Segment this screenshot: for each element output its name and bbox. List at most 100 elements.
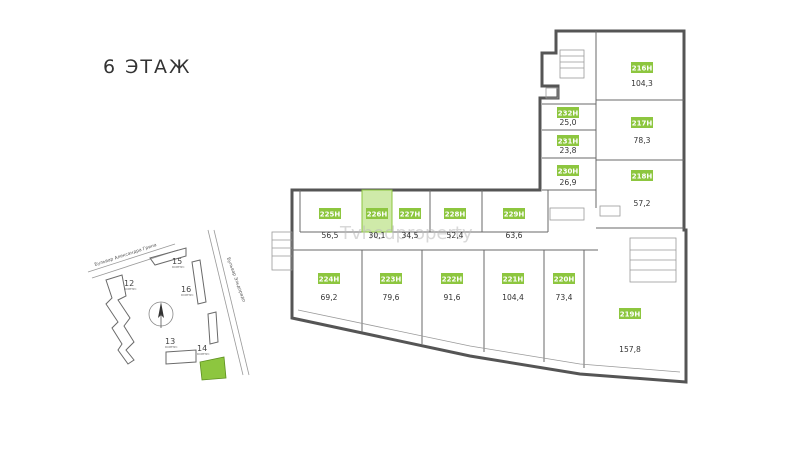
unit-badge[interactable] xyxy=(557,135,579,146)
unit-id-label: 232Н xyxy=(558,110,579,118)
unit-badge[interactable] xyxy=(318,273,340,284)
unit-0[interactable]: 216Н 104,3 xyxy=(631,62,653,88)
unit-area-label: 104,4 xyxy=(502,293,524,302)
elevators-core xyxy=(549,207,585,221)
floor-title: 6 ЭТАЖ xyxy=(103,56,192,78)
building-12[interactable] xyxy=(105,274,135,365)
unit-badge[interactable] xyxy=(553,273,575,284)
stairs-north xyxy=(559,49,585,79)
floor-outline xyxy=(271,29,688,384)
street-line-eldorado xyxy=(207,229,244,376)
building-15-sub: КОРПУС xyxy=(172,265,184,269)
building-15[interactable] xyxy=(149,247,187,266)
unit-9[interactable]: 228Н 52,4 xyxy=(444,208,466,240)
unit-id-label: 224Н xyxy=(319,276,340,284)
unit-14[interactable]: 221Н 104,4 xyxy=(502,273,524,302)
unit-id-label: 220Н xyxy=(554,276,575,284)
street-line-eldorado-2 xyxy=(213,229,250,376)
elevator-east xyxy=(599,205,621,217)
unit-area-label: 157,8 xyxy=(619,345,641,354)
building-16-num: 16 xyxy=(181,285,191,294)
building-14-num: 14 xyxy=(197,344,207,353)
unit-id-label: 228Н xyxy=(445,211,466,219)
unit-area-label: 30,1 xyxy=(369,231,386,240)
unit-8[interactable]: 227Н 34,5 xyxy=(399,208,421,240)
unit-id-label: 222Н xyxy=(442,276,463,284)
unit-12[interactable]: 223Н 79,6 xyxy=(380,273,402,302)
unit-area-label: 23,8 xyxy=(560,146,577,155)
unit-id-label: 219Н xyxy=(620,311,641,319)
unit-id-label: 223Н xyxy=(381,276,402,284)
building-13-num: 13 xyxy=(165,337,175,346)
unit-id-label: 218Н xyxy=(632,173,653,181)
building-14-highlight[interactable] xyxy=(199,356,227,381)
unit-3[interactable]: 230Н 26,9 xyxy=(557,165,579,187)
unit-badge[interactable] xyxy=(631,170,653,181)
building-14-north xyxy=(207,311,219,345)
unit-badge[interactable] xyxy=(380,273,402,284)
unit-10[interactable]: 229Н 63,6 xyxy=(503,208,525,240)
street-label-grin: Бульвар Александра Грина xyxy=(94,242,158,268)
unit-area-label: 63,6 xyxy=(506,231,523,240)
site-map: Бульвар Александра Грина Бульвар Эльдора… xyxy=(87,229,250,381)
unit-7[interactable]: 226Н 30,1 xyxy=(366,208,388,240)
outer-wall xyxy=(290,29,688,384)
unit-badge[interactable] xyxy=(557,165,579,176)
unit-area-label: 73,4 xyxy=(556,293,573,302)
watermark: Tvhedproperty xyxy=(339,223,473,244)
building-16-sub: КОРПУС xyxy=(181,293,193,297)
unit-area-label: 69,2 xyxy=(321,293,338,302)
facade-inner-line xyxy=(297,309,681,373)
unit-area-label: 56,5 xyxy=(322,231,339,240)
unit-badge[interactable] xyxy=(441,273,463,284)
unit-area-label: 91,6 xyxy=(444,293,461,302)
building-15-num: 15 xyxy=(172,257,182,266)
unit-area-label: 79,6 xyxy=(383,293,400,302)
unit-area-label: 52,4 xyxy=(447,231,464,240)
unit-badge[interactable] xyxy=(444,208,466,219)
unit-area-label: 104,3 xyxy=(631,79,653,88)
unit-5[interactable]: 218Н 57,2 xyxy=(631,170,653,208)
building-13-sub: КОРПУС xyxy=(165,345,177,349)
unit-id-label: 227Н xyxy=(400,211,421,219)
unit-16[interactable]: 219Н 157,8 xyxy=(619,308,641,354)
unit-id-label: 226Н xyxy=(367,211,388,219)
unit-id-label: 229Н xyxy=(504,211,525,219)
street-line-grin xyxy=(87,243,176,273)
unit-area-label: 34,5 xyxy=(402,231,419,240)
unit-id-label: 216Н xyxy=(632,65,653,73)
unit-id-label: 231Н xyxy=(558,138,579,146)
unit-badge[interactable] xyxy=(631,62,653,73)
unit-badge[interactable] xyxy=(557,107,579,118)
elevator-north xyxy=(545,87,559,99)
building-13[interactable] xyxy=(165,349,197,365)
unit-badge[interactable] xyxy=(399,208,421,219)
building-14-sub: КОРПУС xyxy=(197,352,209,356)
unit-id-label: 230Н xyxy=(558,168,579,176)
unit-badge[interactable] xyxy=(619,308,641,319)
unit-id-label: 221Н xyxy=(503,276,524,284)
stairs-west xyxy=(271,231,293,271)
unit-area-label: 26,9 xyxy=(560,178,577,187)
unit-badge[interactable] xyxy=(319,208,341,219)
unit-badge[interactable] xyxy=(631,117,653,128)
building-16[interactable] xyxy=(191,259,207,305)
building-12-num: 12 xyxy=(124,279,134,288)
unit-badge[interactable] xyxy=(503,208,525,219)
compass-north-arrow xyxy=(158,302,164,318)
unit-15[interactable]: 220Н 73,4 xyxy=(553,273,575,302)
unit-13[interactable]: 222Н 91,6 xyxy=(441,273,463,302)
unit-badge[interactable] xyxy=(502,273,524,284)
unit-6[interactable]: 225Н 56,5 xyxy=(319,208,341,240)
unit-area-label: 57,2 xyxy=(634,199,651,208)
unit-area-label: 25,0 xyxy=(560,118,577,127)
building-12-sub: КОРПУС xyxy=(124,287,136,291)
unit-id-label: 225Н xyxy=(320,211,341,219)
unit-11[interactable]: 224Н 69,2 xyxy=(318,273,340,302)
unit-badge[interactable] xyxy=(366,208,388,219)
